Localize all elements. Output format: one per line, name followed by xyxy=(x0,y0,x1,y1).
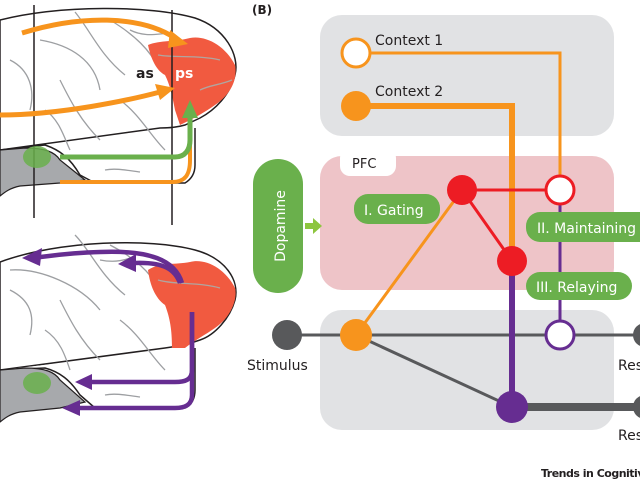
stimulus-node xyxy=(272,320,302,350)
maintain-node xyxy=(544,174,576,206)
response2-node xyxy=(633,396,640,418)
pfc-label: PFC xyxy=(352,157,376,172)
response1-label: Res xyxy=(618,358,640,374)
panel-b-label: (B) xyxy=(252,3,272,17)
stimulus-to-relay-line xyxy=(355,333,513,409)
brain-top: as ps xyxy=(0,5,237,225)
stimulus-to-gating-line xyxy=(354,189,464,336)
label-ps: ps xyxy=(175,66,193,82)
maintaining-tag xyxy=(526,212,640,242)
context2-label: Context 2 xyxy=(375,84,443,100)
gating-tag xyxy=(354,194,440,224)
context1-label: Context 1 xyxy=(375,33,443,49)
context1-line xyxy=(356,51,562,187)
amygdala-bottom xyxy=(23,372,51,394)
relaying-tag xyxy=(526,272,632,300)
brain-bottom xyxy=(0,234,237,423)
label-as: as xyxy=(136,66,154,82)
dopamine-arrow-icon xyxy=(305,218,322,234)
context2-node xyxy=(341,91,371,121)
context1-node xyxy=(340,37,372,69)
gating-node xyxy=(447,175,477,205)
gating-label: I. Gating xyxy=(364,203,424,219)
pfc-region-bottom xyxy=(148,261,236,348)
context2-line xyxy=(356,103,515,261)
stimulus-orange-node xyxy=(340,319,372,351)
relaying-label: III. Relaying xyxy=(536,280,617,296)
response2-label: Res xyxy=(618,428,640,444)
journal-footer: Trends in Cognitive xyxy=(541,467,640,480)
maintain-output-node xyxy=(544,319,576,351)
maintaining-label: II. Maintaining xyxy=(537,221,636,237)
pfc-tag xyxy=(340,148,396,176)
stimulus-label: Stimulus xyxy=(247,358,308,374)
dopamine-label: Dopamine xyxy=(273,190,289,262)
response1-node xyxy=(633,324,640,346)
amygdala-top xyxy=(23,146,51,168)
relay-pfc-node xyxy=(497,246,527,276)
dopamine-pill xyxy=(253,159,303,293)
relay-output-node xyxy=(496,391,528,423)
input-output-box xyxy=(320,310,614,430)
